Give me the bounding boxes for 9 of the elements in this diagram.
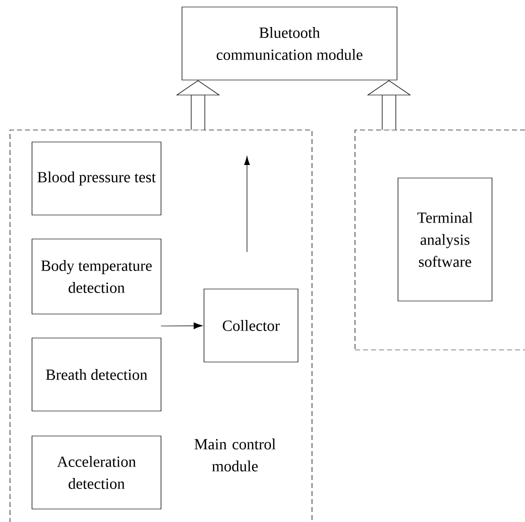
process-box: Collector (204, 288, 298, 362)
process-box: Blood pressure test (32, 142, 162, 216)
process-box: Terminal analysis software (398, 178, 492, 302)
process-box: Bluetooth communication module (182, 6, 398, 80)
arrow (160, 322, 203, 330)
process-box: Breath detection (32, 338, 162, 412)
process-box: Body temperature detection (32, 238, 162, 314)
process-box: Acceleration detection (32, 436, 162, 510)
dashed-region (354, 130, 525, 350)
